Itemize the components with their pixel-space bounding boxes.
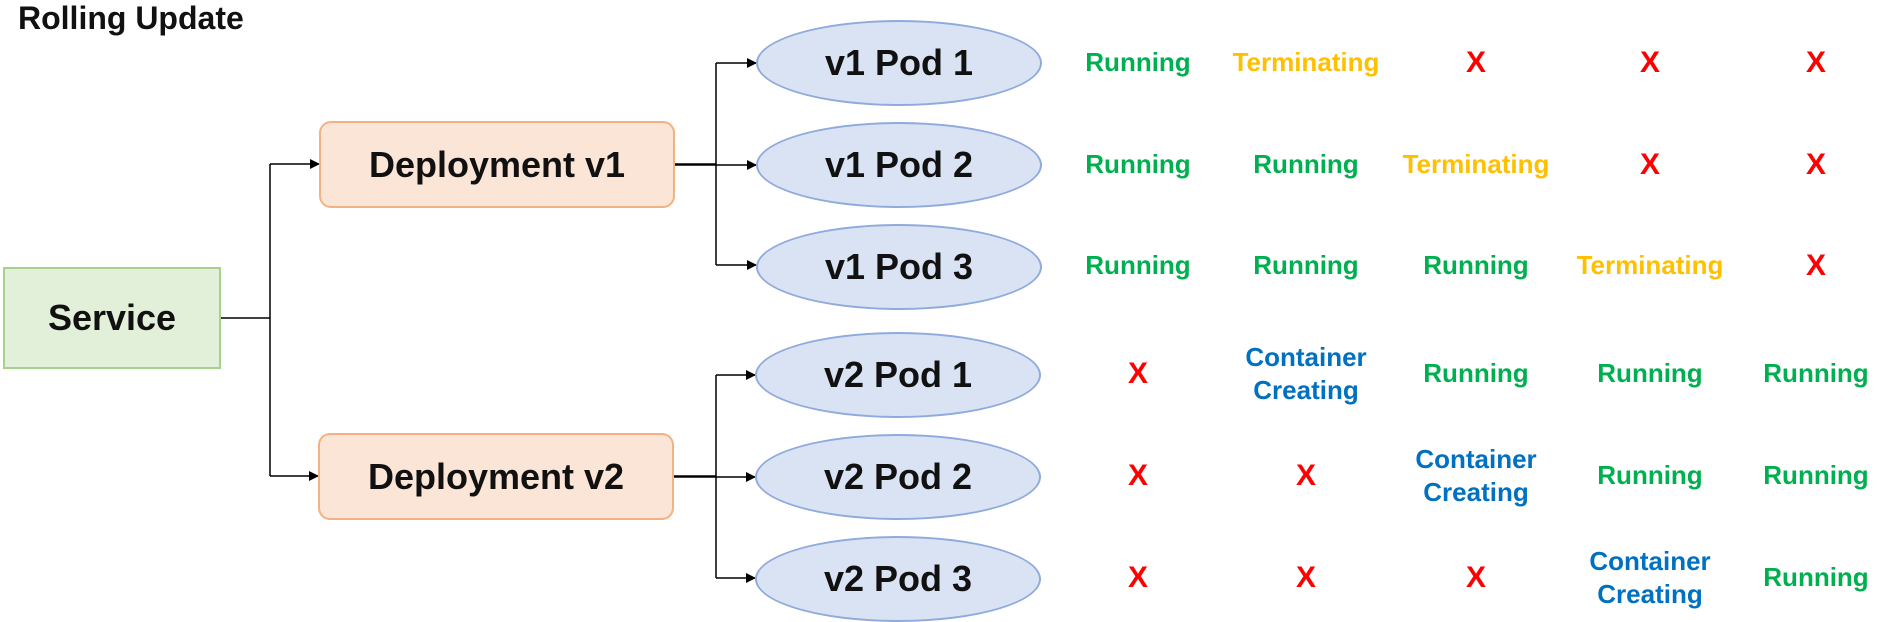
status-cell: X [1805,46,1826,79]
pod-v1-2: v1 Pod 2 [756,122,1042,208]
status-cell: X [1805,148,1826,181]
status-cell: X [1127,459,1148,492]
status-cell: X [1127,357,1148,390]
status-cell: Running [1423,358,1529,388]
status-cell: Running [1085,47,1191,77]
deployment-v2-label: Deployment v2 [367,455,625,497]
deployment-v1-node: Deployment v1 [319,121,675,208]
status-cell: X [1295,459,1316,492]
pod-v2-2: v2 Pod 2 [755,434,1041,520]
status-cell: Running [1085,250,1191,280]
deployment-v2-node: Deployment v2 [318,433,674,520]
status-cell: Running [1597,358,1703,388]
diagram-title: Rolling Update [18,0,244,36]
status-cell: Running [1085,149,1191,179]
status-cell: Running [1763,460,1869,490]
status-cell: X [1465,46,1486,79]
status-cell: X [1127,561,1148,594]
status-cell: Running [1597,460,1703,490]
pod-label: v2 Pod 2 [823,456,973,497]
status-cell: Terminating [1402,149,1550,179]
pod-v1-3: v1 Pod 3 [756,224,1042,310]
status-cell: Running [1423,250,1529,280]
service-label: Service [47,297,177,338]
status-cell: X [1295,561,1316,594]
status-cell: X [1805,249,1826,282]
status-cell: Terminating [1232,47,1380,77]
pod-label: v2 Pod 3 [823,558,973,599]
status-cell: Running [1763,358,1869,388]
pod-v2-1: v2 Pod 1 [755,332,1041,418]
status-cell: Running [1763,562,1869,592]
pod-label: v1 Pod 1 [824,42,974,83]
pod-label: v1 Pod 3 [824,246,974,287]
pod-v1-1: v1 Pod 1 [756,20,1042,106]
status-cell: X [1465,561,1486,594]
service-node: Service [3,267,221,369]
status-cell: Running [1253,250,1359,280]
deployment-v1-label: Deployment v1 [368,143,626,185]
pod-v2-3: v2 Pod 3 [755,536,1041,622]
pod-label: v1 Pod 2 [824,144,974,185]
pod-label: v2 Pod 1 [823,354,973,395]
status-cell: X [1639,148,1660,181]
status-cell: Running [1253,149,1359,179]
status-cell: X [1639,46,1660,79]
status-cell: Terminating [1576,250,1724,280]
